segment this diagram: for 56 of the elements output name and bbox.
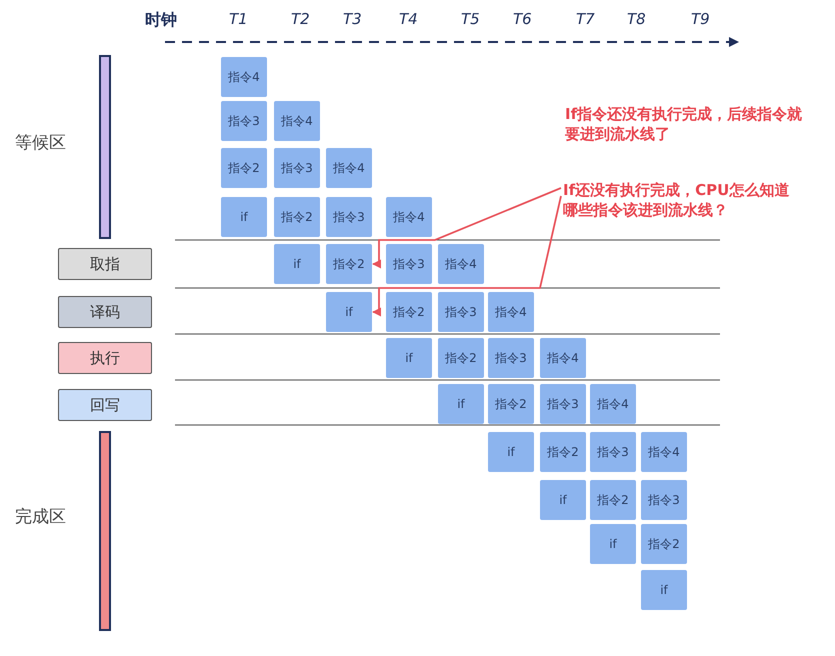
instruction-cell: if	[590, 524, 636, 564]
instruction-cell: 指令4	[488, 292, 534, 332]
instruction-cell: 指令3	[274, 148, 320, 188]
instruction-cell: 指令2	[590, 480, 636, 520]
stage-box: 取指	[58, 248, 152, 280]
callout-text: If还没有执行完成，CPU怎么知道哪些指令该进到流水线？	[563, 176, 801, 224]
instruction-cell: 指令4	[326, 148, 372, 188]
instruction-cell: 指令3	[590, 432, 636, 472]
instruction-cell: 指令2	[221, 148, 267, 188]
zone-label: 等候区	[15, 132, 66, 154]
note-text: If指令还没有执行完成，后续指令就要进到流水线了	[565, 104, 803, 144]
time-label: T6	[513, 10, 532, 28]
instruction-cell: if	[641, 570, 687, 610]
time-label: T2	[291, 10, 310, 28]
instruction-cell: 指令3	[221, 101, 267, 141]
instruction-cell: if	[274, 244, 320, 284]
time-label: T4	[399, 10, 418, 28]
instruction-cell: 指令4	[386, 197, 432, 237]
instruction-cell: 指令2	[386, 292, 432, 332]
instruction-cell: 指令2	[641, 524, 687, 564]
instruction-cell: if	[386, 338, 432, 378]
instruction-cell: 指令4	[274, 101, 320, 141]
instruction-cell: 指令3	[438, 292, 484, 332]
instruction-cell: 指令3	[540, 384, 586, 424]
instruction-cell: 指令2	[326, 244, 372, 284]
time-label: T9	[691, 10, 710, 28]
instruction-cell: 指令4	[590, 384, 636, 424]
zone-label: 完成区	[15, 506, 66, 528]
arrow	[372, 196, 562, 316]
stage-box: 回写	[58, 389, 152, 421]
instruction-cell: if	[326, 292, 372, 332]
instruction-cell: 指令2	[274, 197, 320, 237]
time-label: T8	[627, 10, 646, 28]
stage-box: 译码	[58, 296, 152, 328]
instruction-cell: if	[540, 480, 586, 520]
instruction-cell: 指令2	[438, 338, 484, 378]
instruction-cell: 指令3	[488, 338, 534, 378]
time-label: T1	[229, 10, 248, 28]
instruction-cell: 指令3	[386, 244, 432, 284]
instruction-cell: if	[438, 384, 484, 424]
instruction-cell: 指令3	[326, 197, 372, 237]
instruction-cell: 指令2	[488, 384, 534, 424]
instruction-cell: 指令4	[438, 244, 484, 284]
instruction-cell: 指令2	[540, 432, 586, 472]
instruction-cell: 指令3	[641, 480, 687, 520]
stage-box: 执行	[58, 342, 152, 374]
instruction-cell: 指令4	[641, 432, 687, 472]
arrow	[372, 187, 562, 268]
clock-label: 时钟	[145, 10, 177, 31]
instruction-cell: 指令4	[540, 338, 586, 378]
time-label: T3	[343, 10, 362, 28]
instruction-cell: if	[221, 197, 267, 237]
time-label: T5	[461, 10, 480, 28]
time-label: T7	[576, 10, 595, 28]
instruction-cell: if	[488, 432, 534, 472]
instruction-cell: 指令4	[221, 57, 267, 97]
